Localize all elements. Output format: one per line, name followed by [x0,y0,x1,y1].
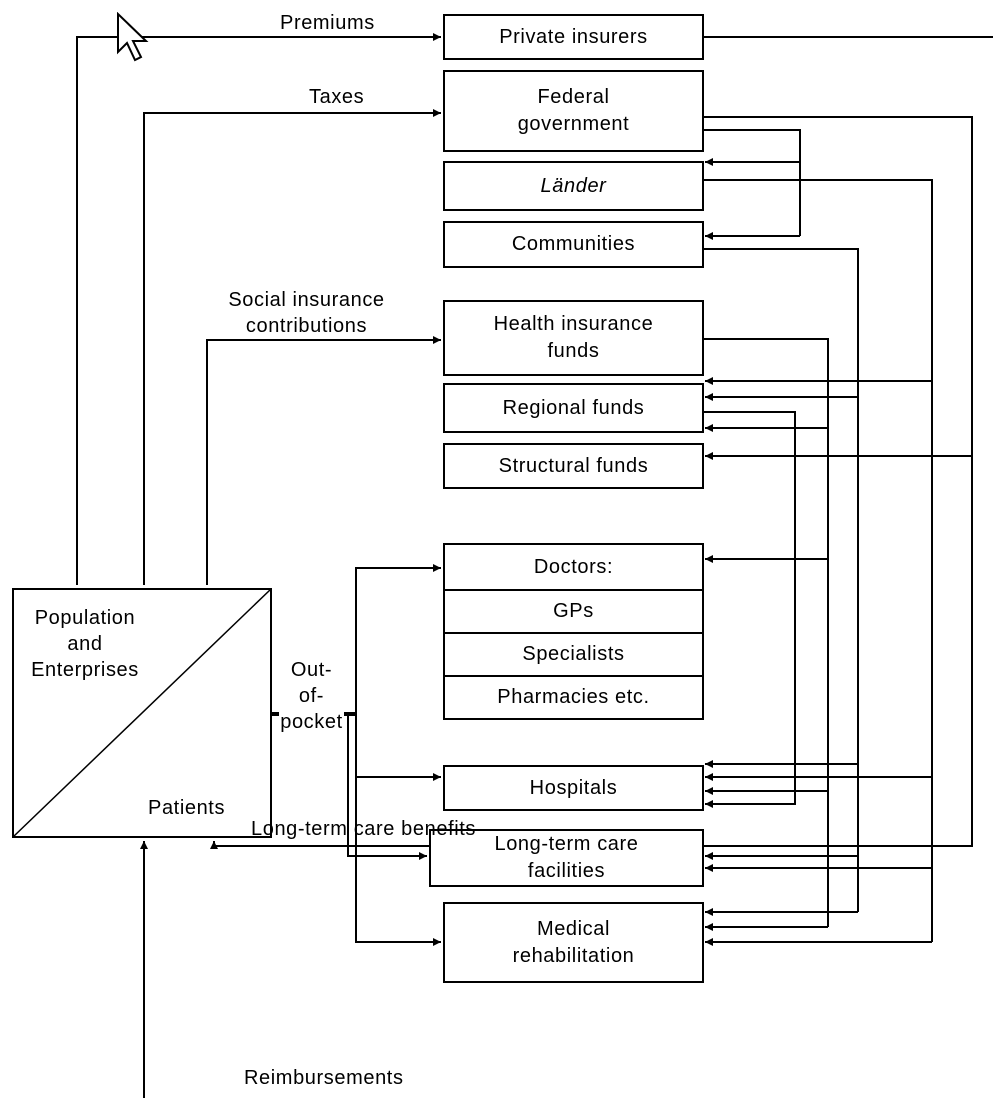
pharmacies-cell: Pharmacies etc. [445,675,702,718]
private-insurers-box: Private insurers [443,14,704,60]
regional-funds-box: Regional funds [443,383,704,433]
population-patients-box [12,588,272,838]
federal-government-box: Federal government [443,70,704,152]
social-insurance-arrow [206,336,441,585]
doctors-box: Doctors: GPs Specialists Pharmacies etc. [443,543,704,720]
regional-funds-to-hospitals-arrow [703,411,796,808]
population-enterprises-label: Population and Enterprises [31,607,139,681]
patients-label: Patients [148,797,226,819]
out-of-pocket-hospitals-arrow [355,714,441,781]
federal-to-states-line [703,129,801,236]
communities-box: Communities [443,221,704,268]
premiums-arrow [76,33,441,585]
laender-box: Länder [443,161,704,211]
health-funds-main-line [703,338,829,927]
premiums-label: Premiums [280,12,375,34]
structural-funds-box: Structural funds [443,443,704,489]
hospitals-box: Hospitals [443,765,704,811]
medical-rehabilitation-box: Medical rehabilitation [443,902,704,983]
out-of-pocket-label: Out- of- pocket [279,657,344,735]
health-insurance-funds-box: Health insurance funds [443,300,704,376]
social-insurance-label: Social insurance contributions [228,289,385,337]
taxes-label: Taxes [309,86,365,108]
gps-cell: GPs [445,589,702,632]
communities-main-line [703,248,859,912]
mouse-pointer-icon [117,12,149,62]
out-of-pocket-rehab-arrow [355,714,441,946]
reimbursements-label: Reimbursements [244,1067,404,1089]
out-of-pocket-doctors-arrow [355,564,441,714]
doctors-header-cell: Doctors: [445,545,702,589]
long-term-care-benefits-label: Long-term care benefits [251,818,477,840]
laender-main-line [703,179,933,942]
long-term-care-facilities-box: Long-term care facilities [429,829,704,887]
population-patients-divider [12,588,272,838]
specialists-cell: Specialists [445,632,702,675]
out-of-pocket-ltc-arrow [347,714,427,860]
taxes-arrow [143,109,441,585]
